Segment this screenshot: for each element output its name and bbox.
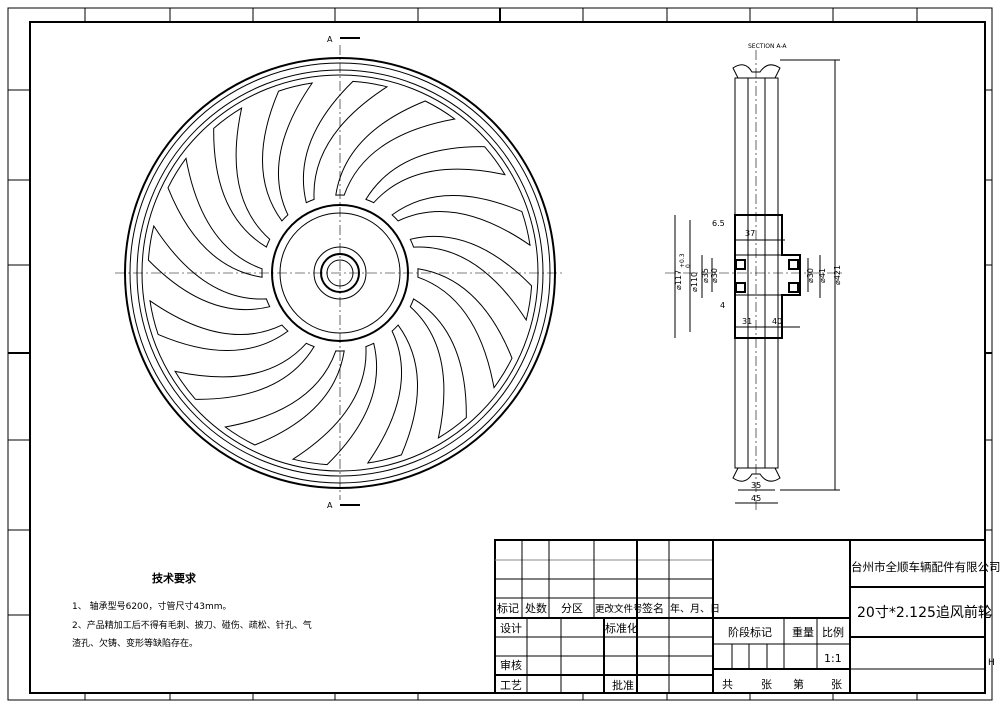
label-approve: 批准 [612,678,634,692]
dim-tolerance-lower: 0 [685,264,692,268]
zone-ticks [8,8,992,700]
label-process: 工艺 [500,679,522,692]
bearing-right-top [788,259,799,270]
header-date: 年、月、日 [670,602,720,615]
dimension-lines [674,59,840,504]
header-count: 处数 [525,602,547,615]
spoke-slots [147,80,533,466]
dim-d421: ⌀421 [833,265,842,285]
bearing-left-bottom [735,282,746,293]
spoke-slot [224,350,345,446]
zone-letter: H [988,658,995,668]
hub-boss-circle [313,246,367,300]
spoke-slot [409,298,467,439]
rim-circle-2 [129,62,551,484]
requirement-2-cont: 渣孔、欠铸、变形等缺陷存在。 [72,637,198,649]
spoke-slot [147,224,271,311]
label-sheets: 张 [761,678,772,691]
dimension-labels: ⌀117 +0.3 0 ⌀110 ⌀35 ⌀30 ⌀30 ⌀41 ⌀421 6.… [674,219,842,503]
rim-outer-circle [124,57,556,489]
dim-d117: ⌀117 [674,270,683,290]
bearing-bore-circle [326,259,354,287]
requirement-1: 1、 轴承型号6200，寸管尺寸43mm。 [72,600,231,612]
label-weight: 重量 [792,625,814,639]
label-standardize: 标准化 [605,621,638,635]
cut-mark-bottom: A [327,501,333,510]
dim-d30-left: ⌀30 [710,268,719,283]
requirement-2: 2、产品精加工后不得有毛刺、披刀、碰伤、疏松、针孔、气 [72,619,312,631]
dim-6-5: 6.5 [712,219,725,228]
dim-45: 45 [751,494,761,503]
dim-d41: ⌀41 [818,268,827,283]
spoke-slot [149,299,289,351]
spoke-slot [366,324,418,464]
dim-tolerance-upper: +0.3 [679,253,686,268]
company-name: 台州市全顺车辆配件有限公司 [851,560,1000,574]
dim-37: 37 [745,229,755,238]
cut-mark-top: A [327,35,333,44]
bearing-outer-circle [320,253,360,293]
header-zone: 分区 [561,602,583,615]
label-stage-mark: 阶段标记 [728,625,772,639]
dim-d30-right: ⌀30 [806,268,815,283]
section-view: SECTION A-A ⌀117 +0.3 0 ⌀110 ⌀35 ⌀30 [665,43,845,510]
header-mark: 标记 [497,601,519,615]
hub-flange-circle [279,212,401,334]
dim-35: 35 [751,481,761,490]
header-change-doc: 更改文件号 [595,603,643,615]
label-sheet-no: 第 [793,677,804,691]
axle-bore [734,254,801,296]
header-signature: 签名 [642,601,664,615]
requirements-title: 技术要求 [152,571,197,585]
title-block: 标记 处数 分区 更改文件号 签名 年、月、日 设计 标准化 审核 工艺 批准 … [494,539,1000,694]
label-sheets-2: 张 [831,678,842,691]
label-total: 共 [722,678,733,691]
label-scale: 比例 [822,625,844,639]
label-review: 审核 [500,658,522,672]
outer-border [7,7,993,701]
scale-value: 1:1 [824,652,842,665]
bearing-left-top [735,259,746,270]
spoke-slot [213,107,271,248]
spoke-slot [417,268,513,389]
wheel-front-view: A A [115,35,565,510]
section-label: SECTION A-A [748,43,787,50]
dim-d35: ⌀35 [701,268,710,283]
rim-inner-circle [141,74,539,472]
spoke-slot [335,100,456,196]
spoke-slot [302,80,389,204]
dim-4: 4 [720,301,725,310]
spoke-slot [262,82,314,222]
spoke-slot [365,146,506,204]
rim-top-section [732,64,781,79]
rim-bottom-section [732,467,781,482]
spoke-slot [174,342,315,400]
bearing-right-bottom [788,282,799,293]
hub-outer-circle [271,204,409,342]
dim-40: 40 [772,317,782,326]
spoke-slot [391,195,531,247]
spoke-slot [409,235,533,322]
spoke-slot [167,157,263,278]
part-name: 20寸*2.125追风前轮 [857,604,992,621]
spoke-slot [291,342,378,466]
inner-frame [29,21,986,694]
technical-requirements: 技术要求 1、 轴承型号6200，寸管尺寸43mm。 2、产品精加工后不得有毛刺… [72,571,312,649]
label-design: 设计 [500,622,522,635]
dim-31: 31 [742,317,752,326]
dim-d110: ⌀110 [690,272,699,292]
rim-circle-3 [136,69,544,477]
